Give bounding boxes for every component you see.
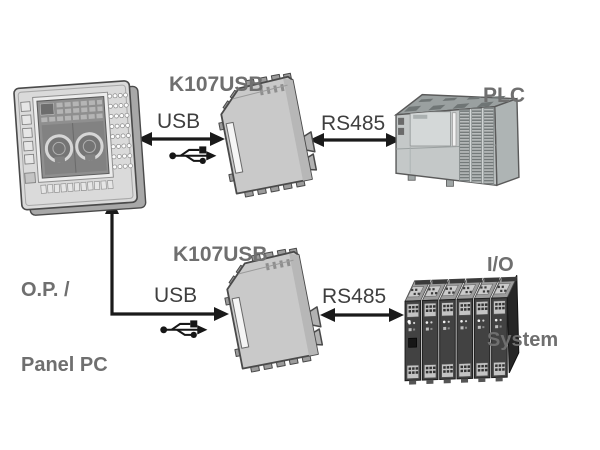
- io-system-image: [404, 274, 520, 386]
- label-usb-bottom: USB: [154, 284, 198, 307]
- label-rs485-top: RS485: [321, 112, 386, 135]
- label-io-system: I/O System: [487, 203, 558, 403]
- label-converter-bottom: K107USB: [173, 243, 268, 266]
- rs485-arrow-top: [309, 133, 401, 147]
- label-io-system-line1: I/O: [487, 254, 514, 276]
- label-usb-top: USB: [157, 110, 201, 133]
- operator-panel-image: [13, 80, 147, 216]
- label-operator-panel: O.P. / Panel PC: [21, 228, 108, 428]
- usb-arrow-top: [137, 132, 225, 146]
- label-operator-panel-line1: O.P. /: [21, 279, 70, 301]
- label-io-system-line2: System: [487, 329, 559, 351]
- label-operator-panel-line2: Panel PC: [21, 354, 108, 376]
- label-converter-top: K107USB: [169, 73, 264, 96]
- usb-trident-icon: [168, 145, 218, 165]
- plc-image: [393, 93, 520, 187]
- label-rs485-bottom: RS485: [322, 285, 387, 308]
- rs485-arrow-bottom: [320, 308, 404, 322]
- usb-trident-icon: [159, 319, 209, 339]
- label-plc: PLC: [483, 84, 525, 107]
